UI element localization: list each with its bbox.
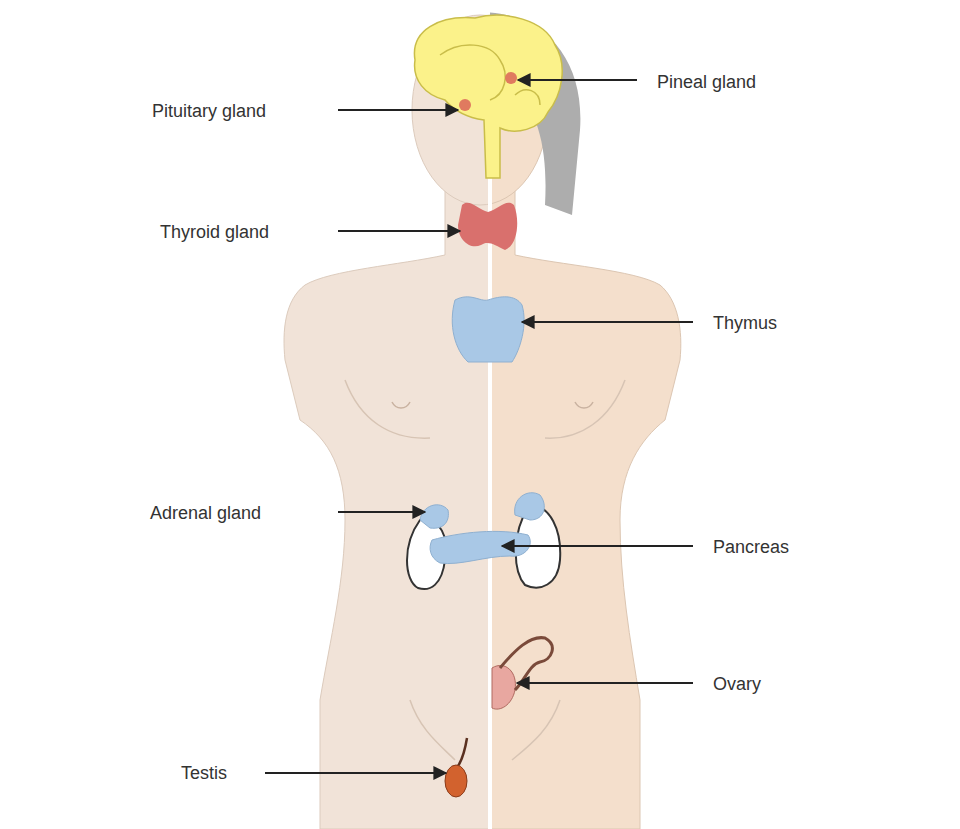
part-label: Thymus (713, 312, 777, 334)
thyroid-gland (458, 203, 517, 250)
part-label: Adrenal gland (150, 502, 261, 524)
ovary (492, 665, 515, 709)
part-label: Thyroid gland (160, 221, 269, 243)
part-label: Ovary (713, 673, 761, 695)
part-label: Testis (181, 762, 227, 784)
spermatic-cord (458, 738, 467, 766)
thymus (452, 297, 524, 362)
testis (445, 765, 467, 797)
part-label: Pineal gland (657, 71, 756, 93)
part-label: Pituitary gland (152, 100, 266, 122)
part-label: Pancreas (713, 536, 789, 558)
adrenal-gland (515, 493, 545, 520)
body-silhouette (284, 12, 681, 829)
pancreas (430, 531, 530, 563)
brain (414, 15, 562, 178)
leader-lines (265, 80, 693, 773)
pituitary-gland (459, 99, 471, 111)
pineal-gland (505, 72, 517, 84)
adrenal-gland (420, 505, 448, 528)
